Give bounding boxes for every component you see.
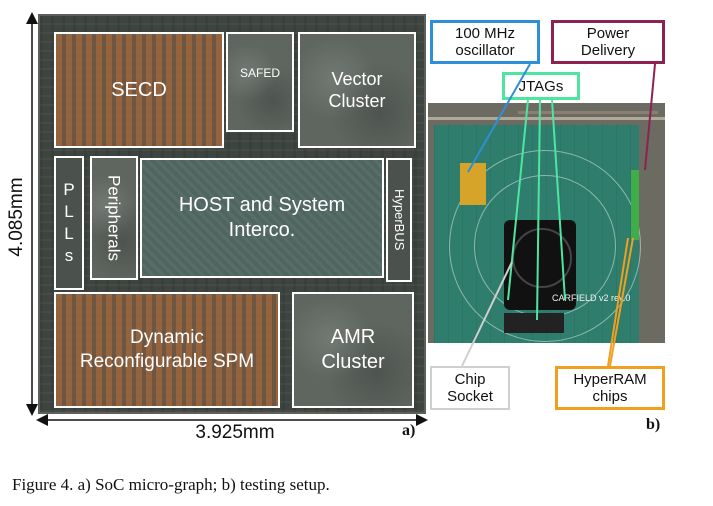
- power-line2: Delivery: [580, 42, 636, 59]
- vector-cluster-line1: Vector: [331, 68, 383, 89]
- label-chip-socket: Chip Socket: [430, 366, 510, 410]
- block-plls: P L L s: [54, 156, 84, 290]
- oscillator-component: [460, 163, 486, 205]
- block-hyperbus: HyperBUS: [386, 158, 412, 282]
- leader-hyperram-2: [609, 237, 634, 367]
- hyperram-line2: chips: [592, 388, 628, 405]
- block-hyperbus-label: HyperBUS: [392, 189, 408, 251]
- soc-micrograph: SECD SAFED Vector Cluster P L L s Periph…: [38, 14, 426, 414]
- width-label: 3.925mm: [175, 422, 295, 444]
- leader-jtag-1: [507, 99, 529, 301]
- pcb-board: CARFIELD v2 rev.0: [434, 125, 641, 343]
- oscillator-line2: oscillator: [455, 42, 515, 59]
- host-line1: HOST and System: [178, 194, 346, 216]
- leader-hyperram-1: [607, 237, 629, 367]
- block-secd-label: SECD: [111, 78, 167, 101]
- label-hyperram: HyperRAM chips: [555, 366, 665, 410]
- jtag-headers: [504, 313, 564, 333]
- block-amr-cluster: AMR Cluster: [292, 292, 414, 408]
- block-peripherals: Peripherals: [90, 156, 138, 280]
- board-silkscreen: CARFIELD v2 rev.0: [552, 293, 631, 303]
- block-peripherals-label: Peripherals: [104, 175, 124, 261]
- oscillator-line1: 100 MHz: [454, 25, 516, 42]
- plls-letter-2: L: [64, 202, 74, 221]
- plls-letter-4: s: [64, 246, 74, 265]
- block-safed-label: SAFED: [239, 66, 280, 80]
- leader-chip-socket: [461, 261, 513, 367]
- label-jtags: JTAGs: [502, 72, 580, 100]
- block-host: HOST and System Interco.: [140, 158, 384, 278]
- label-power-delivery: Power Delivery: [551, 20, 665, 64]
- block-spm: Dynamic Reconfigurable SPM: [54, 292, 280, 408]
- chip-socket-line2: Socket: [447, 388, 493, 405]
- vector-cluster-line2: Cluster: [328, 91, 386, 111]
- block-vector-cluster: Vector Cluster: [298, 32, 416, 148]
- leader-jtag-3: [551, 99, 566, 301]
- width-label-text: 3.925mm: [195, 422, 275, 443]
- hyperram-line1: HyperRAM: [573, 371, 647, 388]
- leader-jtag-2: [536, 99, 541, 321]
- panel-label-b: b): [646, 416, 661, 433]
- block-secd: SECD: [54, 32, 224, 148]
- plls-letter-1: P: [63, 180, 75, 199]
- jtags-text: JTAGs: [518, 77, 564, 95]
- plls-letter-3: L: [64, 224, 74, 243]
- power-line1: Power: [586, 25, 630, 42]
- amr-cluster-line1: AMR: [330, 326, 376, 348]
- amr-cluster-line2: Cluster: [321, 351, 385, 373]
- host-line2: Interco.: [228, 219, 296, 241]
- figure-caption: Figure 4. a) SoC micro-graph; b) testing…: [12, 475, 330, 494]
- leader-power: [644, 63, 656, 171]
- testing-setup-photo: CARFIELD v2 rev.0: [428, 103, 665, 343]
- spm-line2: Reconfigurable SPM: [79, 351, 255, 372]
- leader-oscillator: [467, 63, 531, 173]
- power-terminal: [631, 170, 639, 240]
- block-safed: SAFED: [226, 32, 294, 132]
- panel-label-a: a): [402, 422, 416, 439]
- spm-line1: Dynamic: [130, 327, 204, 349]
- label-oscillator: 100 MHz oscillator: [430, 20, 540, 64]
- chip-socket-line1: Chip: [454, 371, 486, 388]
